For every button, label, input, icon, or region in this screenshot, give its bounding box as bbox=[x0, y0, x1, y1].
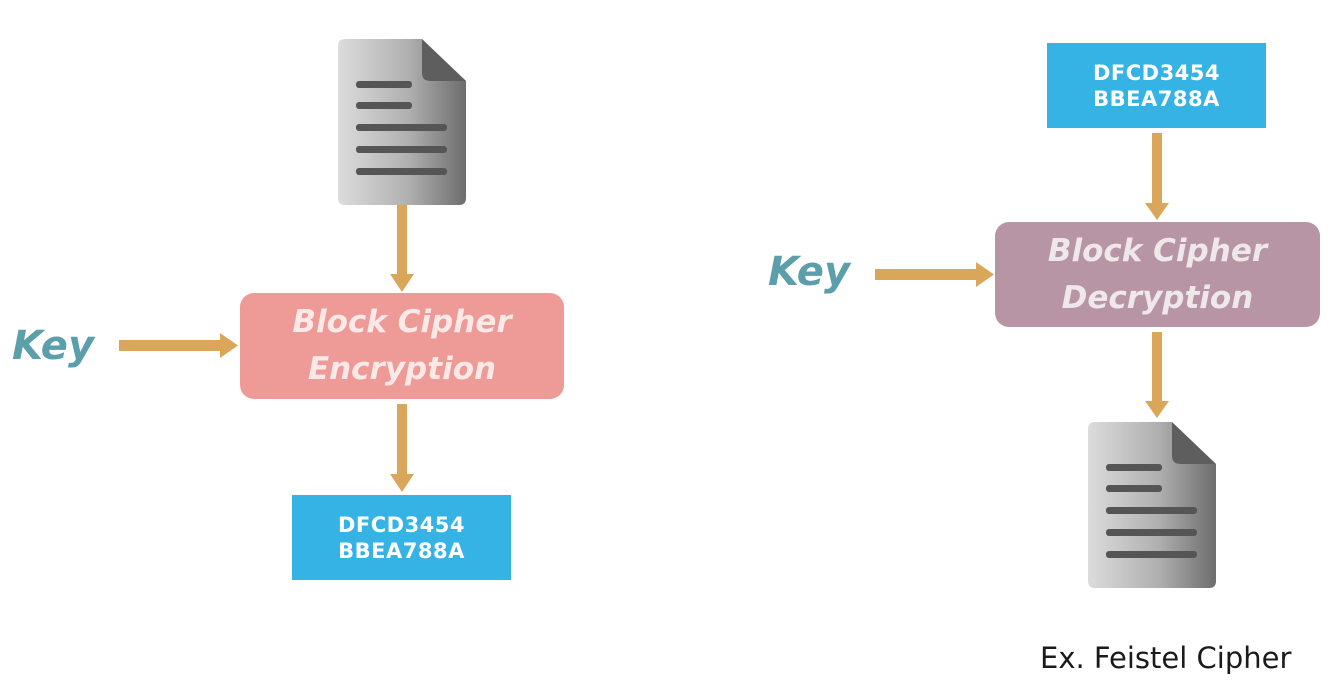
document-icon bbox=[338, 39, 466, 205]
caption: Ex. Feistel Cipher bbox=[1040, 641, 1292, 675]
decryption-key-label: Key bbox=[768, 249, 851, 295]
block-cipher-encryption-box: Block Cipher Encryption bbox=[240, 293, 564, 399]
arrow-doc-to-encryption bbox=[390, 205, 414, 292]
encryption-box-line1: Block Cipher bbox=[292, 304, 512, 340]
arrow-input-to-decryption bbox=[1145, 133, 1169, 220]
arrow-key-to-encryption bbox=[119, 333, 238, 358]
ciphertext-line1: DFCD3454 bbox=[337, 512, 466, 537]
ciphertext-output-box: DFCD3454 BBEA788A bbox=[292, 495, 511, 580]
decryption-box-line1: Block Cipher bbox=[1047, 232, 1268, 269]
block-cipher-decryption-box: Block Cipher Decryption bbox=[995, 222, 1320, 327]
ciphertext-line2: BBEA788A bbox=[338, 538, 465, 563]
arrow-encryption-to-output bbox=[390, 404, 414, 492]
arrow-decryption-to-doc bbox=[1145, 332, 1169, 418]
encryption-key-label: Key bbox=[12, 323, 95, 369]
ciphertext-input-line2: BBEA788A bbox=[1093, 86, 1220, 111]
ciphertext-input-line1: DFCD3454 bbox=[1092, 60, 1221, 85]
ciphertext-input-box: DFCD3454 BBEA788A bbox=[1047, 43, 1266, 128]
encryption-box-line2: Encryption bbox=[307, 351, 497, 387]
document-icon bbox=[1088, 422, 1216, 588]
decryption-box-line2: Decryption bbox=[1061, 279, 1254, 316]
arrow-key-to-decryption bbox=[875, 262, 994, 287]
